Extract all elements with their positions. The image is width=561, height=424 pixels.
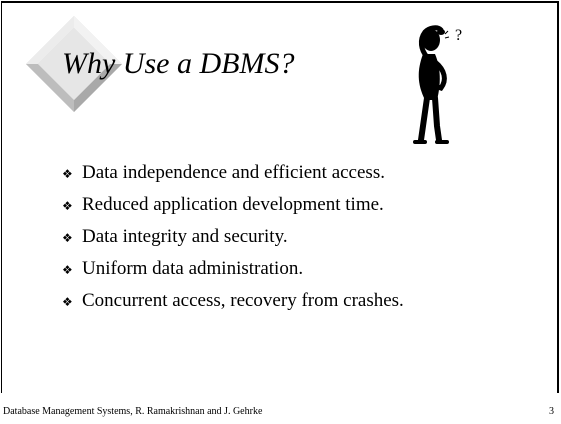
bullet-diamond-icon: ❖ [62, 295, 73, 309]
bullet-text: Uniform data administration. [82, 258, 304, 279]
bullet-text: Concurrent access, recovery from crashes… [82, 290, 404, 311]
bullet-item: ❖ Reduced application development time. [62, 194, 404, 226]
slide-title: Why Use a DBMS? [62, 47, 295, 80]
bullet-diamond-icon: ❖ [62, 231, 73, 245]
footer-citation: Database Management Systems, R. Ramakris… [3, 406, 263, 417]
bullet-item: ❖ Data independence and efficient access… [62, 162, 404, 194]
bullet-text: Data integrity and security. [82, 226, 288, 247]
bullet-diamond-icon: ❖ [62, 167, 73, 181]
bullet-item: ❖ Uniform data administration. [62, 258, 404, 290]
slide-border-top [1, 1, 558, 3]
bullet-diamond-icon: ❖ [62, 199, 73, 213]
bullet-text: Reduced application development time. [82, 194, 384, 215]
slide-border-left [1, 1, 2, 393]
gray-diamond-icon [26, 16, 122, 112]
bullet-diamond-icon: ❖ [62, 263, 73, 277]
bullet-item: ❖ Concurrent access, recovery from crash… [62, 290, 404, 322]
slide-border-right [557, 1, 559, 393]
thinking-person-icon: ? [413, 25, 462, 144]
bullet-item: ❖ Data integrity and security. [62, 226, 404, 258]
question-mark: ? [455, 27, 462, 44]
bullet-list: ❖ Data independence and efficient access… [62, 162, 404, 322]
bullet-text: Data independence and efficient access. [82, 162, 385, 183]
page-number: 3 [549, 406, 554, 417]
